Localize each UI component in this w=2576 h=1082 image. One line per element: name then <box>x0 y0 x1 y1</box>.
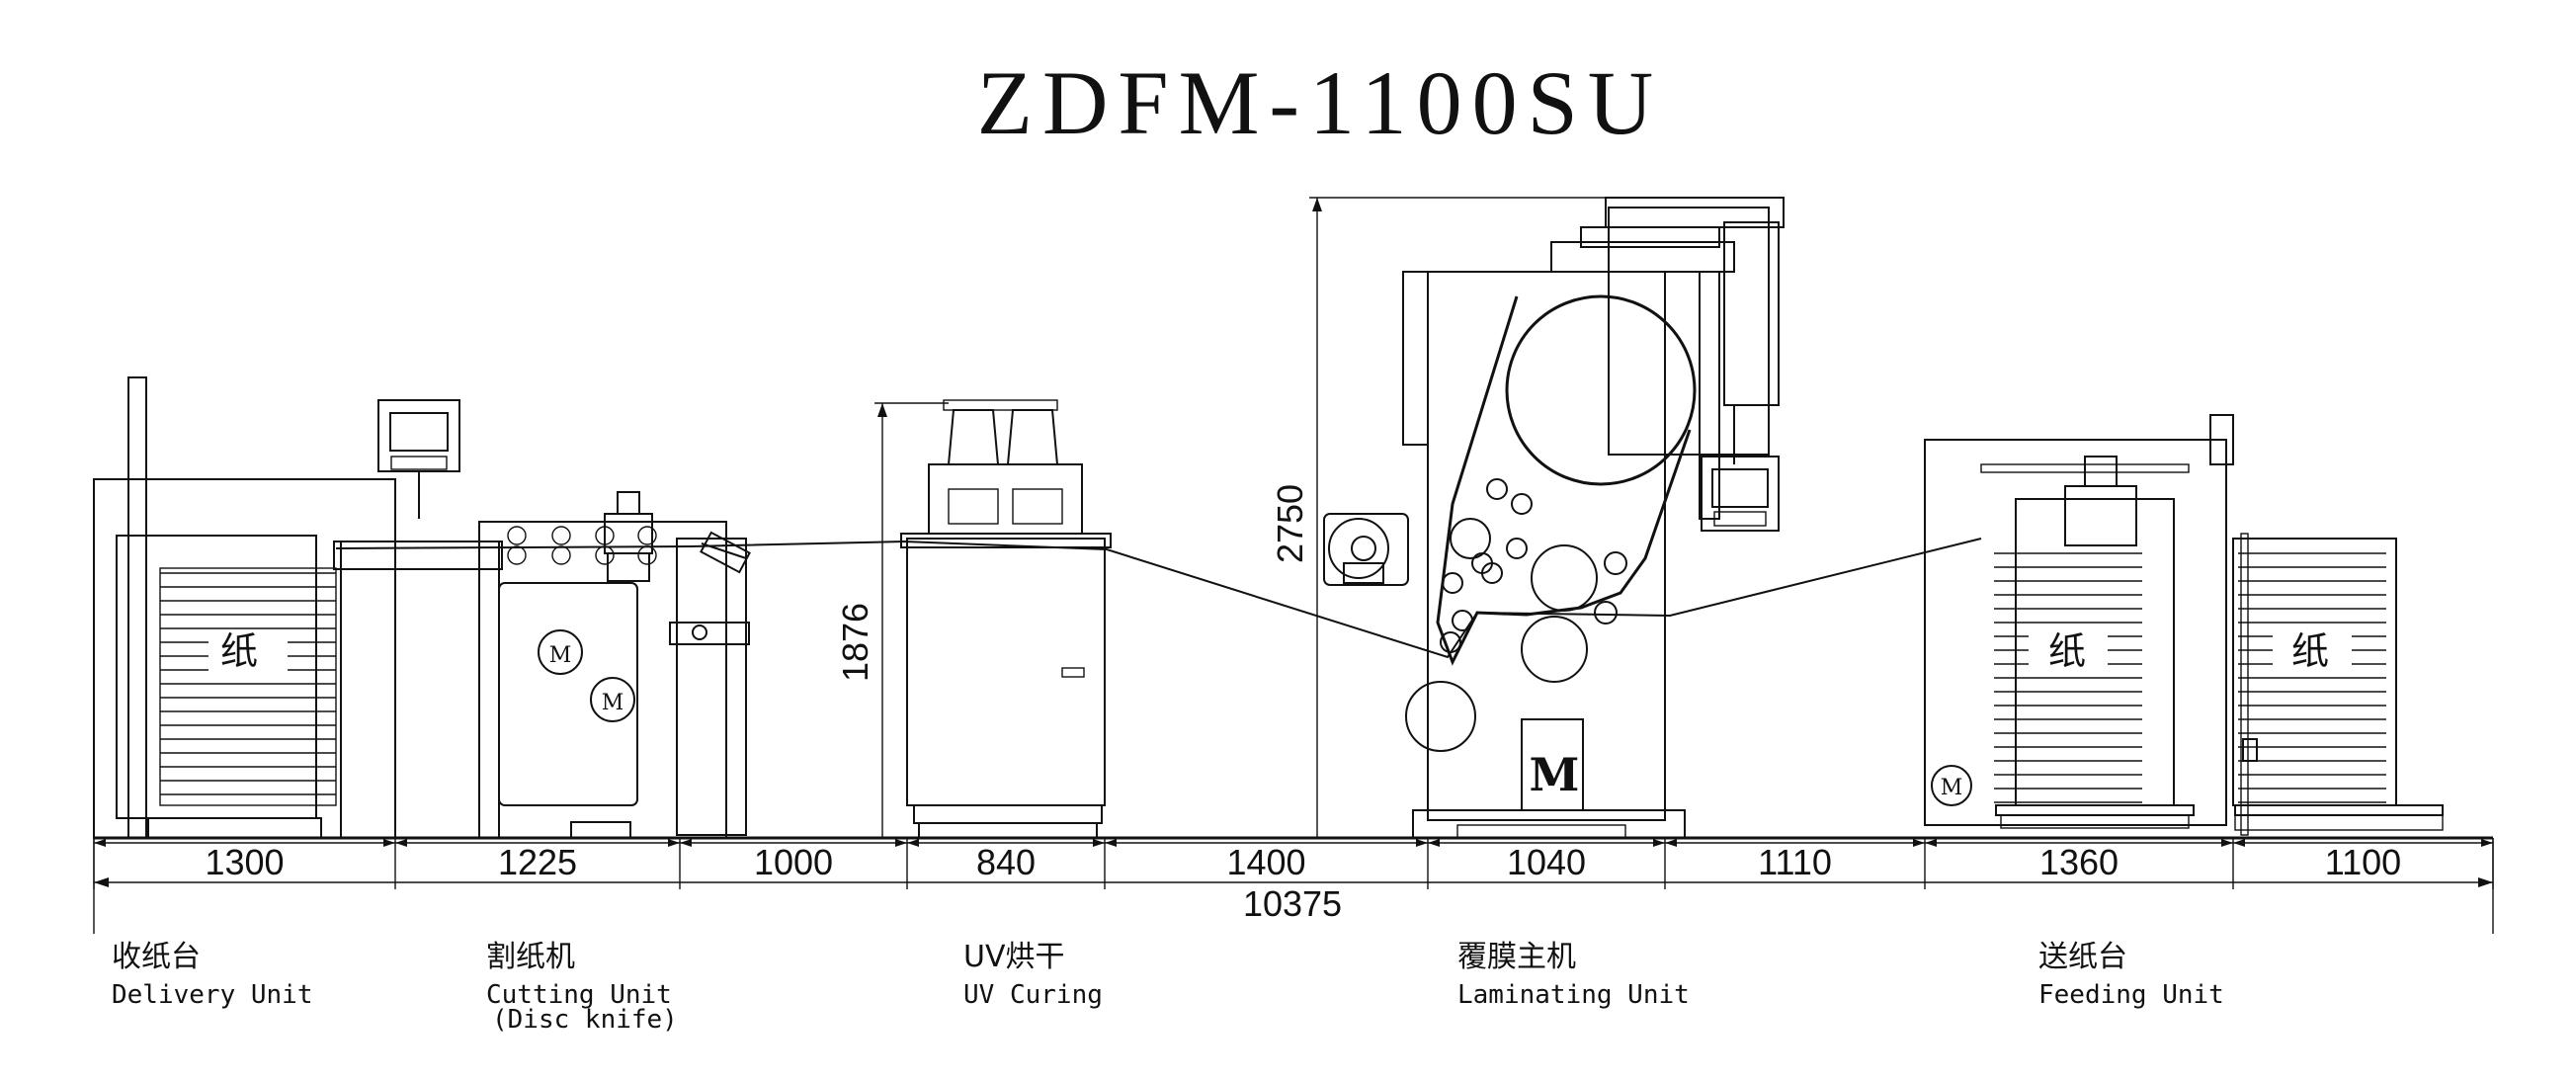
unit-cn-cutting: 割纸机 <box>486 940 575 974</box>
unit-en-delivery: Delivery Unit <box>112 980 313 1010</box>
height-dim-uv-label: 1876 <box>835 603 875 682</box>
feeding-paper-stack <box>1994 552 2142 803</box>
unit-cn-feeding: 送纸台 <box>2038 940 2127 974</box>
cutting-unit-drawing <box>478 491 751 839</box>
unit-caption-delivery: 收纸台 Delivery Unit <box>112 940 313 1010</box>
unit-cn-delivery: 收纸台 <box>112 940 201 974</box>
paper-label-feeding: 纸 <box>2048 629 2086 673</box>
unit-en2-cutting: (Disc knife) <box>492 1005 678 1035</box>
unit-cn-laminating: 覆膜主机 <box>1457 940 1576 974</box>
motor-circle-2 <box>590 677 635 722</box>
unit-caption-laminating: 覆膜主机 Laminating Unit <box>1457 940 1690 1010</box>
height-dimension-uv <box>874 402 949 838</box>
unit-en-laminating: Laminating Unit <box>1457 980 1690 1010</box>
paper-label-delivery: 纸 <box>220 629 258 673</box>
segment-dim-label: 1110 <box>1758 842 1832 882</box>
unit-en-cutting: Cutting Unit <box>486 980 672 1010</box>
feeding-paper-stack-2 <box>2238 552 2386 803</box>
segment-dim-label: 1300 <box>205 842 284 882</box>
cutting-rollers <box>507 526 657 565</box>
unit-caption-feeding: 送纸台 Feeding Unit <box>2038 940 2224 1010</box>
segment-dim-label: 1100 <box>2325 842 2401 882</box>
laminating-unit-drawing <box>1323 197 1785 839</box>
total-dim-label: 10375 <box>1243 883 1342 924</box>
height-dim-main-label: 2750 <box>1270 484 1310 563</box>
segment-dim-label: 1000 <box>754 842 833 882</box>
delivery-paper-stack <box>160 572 336 795</box>
unit-caption-cutting: 割纸机 Cutting Unit (Disc knife) <box>486 940 678 1035</box>
unit-en-uv: UV Curing <box>963 980 1103 1010</box>
segment-dim-label: 840 <box>976 842 1036 882</box>
total-dimension <box>93 838 2494 934</box>
height-dimension-main <box>1309 197 1620 838</box>
drawing-title: ZDFM-1100SU <box>977 52 1663 153</box>
segment-dim-label: 1225 <box>498 842 577 882</box>
delivery-unit-drawing <box>93 376 503 839</box>
web-path <box>335 538 1982 659</box>
motor-label-main: M <box>1530 748 1580 801</box>
motor-label-1: M <box>549 643 572 668</box>
motor-circle-3 <box>1931 765 1972 806</box>
length-dimensions: 1300 1225 1000 840 1400 1040 1110 1360 1100 <box>93 838 2494 889</box>
unit-caption-uv: UV烘干 UV Curing <box>963 940 1103 1010</box>
motor-label-3: M <box>1941 776 1963 800</box>
feeding-unit-drawing <box>1924 414 2444 836</box>
motor-circle-1 <box>538 629 583 675</box>
unit-en-feeding: Feeding Unit <box>2038 980 2224 1010</box>
segment-dim-label: 1040 <box>1507 842 1586 882</box>
motor-label-2: M <box>602 691 624 715</box>
segment-dim-label: 1360 <box>2039 842 2119 882</box>
unit-cn-uv: UV烘干 <box>963 940 1064 974</box>
segment-dim-label: 1400 <box>1226 842 1305 882</box>
uv-curing-drawing <box>900 399 1112 838</box>
paper-label-feeding-2: 纸 <box>2291 629 2329 673</box>
